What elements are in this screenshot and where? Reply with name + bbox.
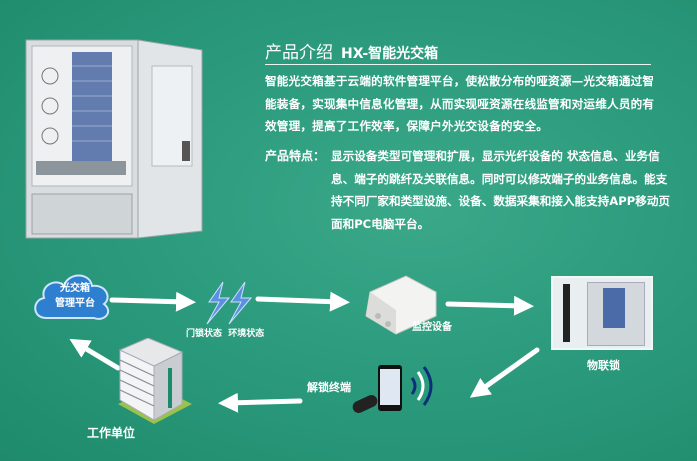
cloud-label: 光交箱管理平台 <box>55 281 95 311</box>
arrow-signal-to-monitor <box>255 291 350 312</box>
building-icon <box>118 338 192 424</box>
features-label: 产品特点： <box>265 149 326 163</box>
env-status-label: 环境状态 <box>228 329 265 339</box>
monitor-device-label: 监控设备 <box>412 322 452 333</box>
wifi-signal-icon <box>410 366 433 406</box>
door-lock-status-label: 门锁状态 <box>186 329 223 339</box>
product-name: HX-智能光交箱 <box>341 46 439 62</box>
cloud-icon <box>34 274 110 320</box>
unlock-terminal-label: 解锁终端 <box>307 381 351 394</box>
arrow-cloud-to-signal <box>109 291 196 312</box>
iot-lock-label: 物联锁 <box>587 359 620 372</box>
cloud-label-line2: 管理平台 <box>55 298 95 309</box>
iot-lock-image <box>551 276 653 350</box>
arrow-monitor-to-lock <box>445 295 534 316</box>
page-title: 产品介绍 HX-智能光交箱 <box>265 38 438 63</box>
work-unit-label: 工作单位 <box>87 426 136 440</box>
arrow-unit-to-cloud <box>69 338 121 371</box>
monitor-device-image <box>365 275 437 335</box>
intro-paragraph: 智能光交箱基于云端的软件管理平台，使松散分布的哑资源—光交箱通过智能装备，实现集… <box>265 74 655 133</box>
signal-labels: 门锁状态 环境状态 <box>186 326 264 339</box>
arrow-lock-to-terminal <box>469 347 540 398</box>
cloud-label-line1: 光交箱 <box>60 283 90 294</box>
signal-lightning-icon <box>206 281 253 325</box>
fiber-cabinet-image <box>25 39 203 239</box>
phone-icon <box>378 365 402 411</box>
features-text: 显示设备类型可管理和扩展，显示光纤设备的 状态信息、业务信息、端子的跳纤及关联信… <box>331 149 671 231</box>
title-divider <box>265 64 651 65</box>
arrow-terminal-to-unit <box>218 392 303 413</box>
lock-handle-icon <box>563 284 570 342</box>
title-text: 产品介绍 <box>265 43 333 63</box>
